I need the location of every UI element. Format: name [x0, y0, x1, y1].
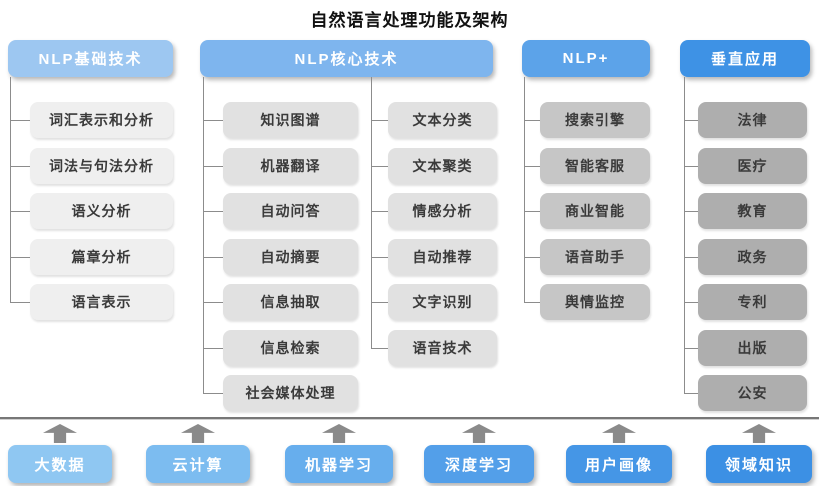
foundation-node: 云计算: [146, 445, 250, 483]
connector-tick: [684, 120, 698, 121]
diagram-node-vertical-apps: 公安: [698, 375, 807, 411]
connector-tick: [371, 165, 388, 167]
connector-tick: [10, 211, 30, 212]
connector-tick: [10, 165, 30, 167]
connector-tick: [203, 165, 223, 167]
diagram-title: 自然语言处理功能及架构: [310, 11, 509, 30]
foundation-node: 领域知识: [706, 445, 812, 483]
connector-tick: [684, 393, 698, 394]
diagram-node-vertical-apps: 出版: [698, 329, 807, 366]
connector-tick: [203, 211, 223, 212]
foundation-node: 用户画像: [566, 445, 672, 483]
connector-tick: [524, 165, 540, 167]
connector-tick: [10, 120, 30, 121]
diagram-node-nlp-plus: 智能客服: [540, 147, 650, 184]
diagram-node-nlp-core: 情感分析: [388, 193, 497, 229]
up-arrow-icon: [43, 424, 77, 443]
separator-line: [0, 417, 819, 419]
diagram-node-nlp-basic: 语言表示: [30, 284, 173, 320]
diagram-node-vertical-apps: 政务: [698, 238, 807, 275]
diagram-node-nlp-core: 信息抽取: [223, 284, 358, 320]
connector-tick: [371, 347, 388, 349]
connector-tick: [203, 256, 223, 258]
column-header-nlp-plus: NLP+: [522, 40, 650, 77]
diagram-node-nlp-core: 自动问答: [223, 193, 358, 229]
diagram-node-nlp-plus: 舆情监控: [540, 284, 650, 320]
connector-tick: [524, 211, 540, 212]
connector-tick: [10, 302, 30, 303]
diagram-node-nlp-basic: 篇章分析: [30, 238, 173, 275]
connector-tick: [524, 120, 540, 121]
diagram-node-vertical-apps: 教育: [698, 193, 807, 229]
diagram-node-nlp-plus: 商业智能: [540, 193, 650, 229]
diagram-node-nlp-core: 文字识别: [388, 284, 497, 320]
diagram-node-nlp-core: 机器翻译: [223, 147, 358, 184]
connector-trunk: [10, 77, 11, 302]
connector-tick: [203, 393, 223, 394]
diagram-node-nlp-plus: 语音助手: [540, 238, 650, 275]
connector-tick: [524, 302, 540, 303]
up-arrow-icon: [602, 424, 636, 443]
connector-tick: [371, 302, 388, 303]
connector-tick: [524, 256, 540, 258]
diagram-node-nlp-core: 文本聚类: [388, 147, 497, 184]
connector-tick: [684, 165, 698, 167]
diagram-node-nlp-basic: 语义分析: [30, 193, 173, 229]
connector-tick: [203, 120, 223, 121]
connector-trunk: [524, 77, 525, 302]
connector-tick: [371, 120, 388, 121]
diagram-node-nlp-plus: 搜索引擎: [540, 102, 650, 138]
diagram-node-nlp-core: 社会媒体处理: [223, 375, 358, 411]
diagram-node-nlp-core: 自动摘要: [223, 238, 358, 275]
diagram-node-vertical-apps: 法律: [698, 102, 807, 138]
foundation-node: 机器学习: [285, 445, 393, 483]
connector-tick: [10, 256, 30, 258]
foundation-node: 深度学习: [424, 445, 534, 483]
connector-tick: [684, 256, 698, 258]
up-arrow-icon: [742, 424, 776, 443]
connector-trunk: [203, 77, 204, 393]
up-arrow-icon: [322, 424, 356, 443]
connector-tick: [371, 256, 388, 258]
diagram-node-nlp-basic: 词法与句法分析: [30, 147, 173, 184]
connector-tick: [684, 347, 698, 349]
up-arrow-icon: [462, 424, 496, 443]
diagram-node-nlp-core: 自动推荐: [388, 238, 497, 275]
diagram-node-nlp-basic: 词汇表示和分析: [30, 102, 173, 138]
connector-tick: [371, 211, 388, 212]
connector-trunk: [371, 77, 372, 348]
connector-trunk: [684, 77, 685, 393]
column-header-nlp-basic: NLP基础技术: [8, 40, 173, 77]
connector-tick: [203, 347, 223, 349]
diagram-node-nlp-core: 文本分类: [388, 102, 497, 138]
column-header-vertical-apps: 垂直应用: [680, 40, 810, 77]
separator-line-light: [0, 419, 819, 420]
diagram-node-nlp-core: 知识图谱: [223, 102, 358, 138]
up-arrow-icon: [181, 424, 215, 443]
column-header-nlp-core: NLP核心技术: [200, 40, 493, 77]
connector-tick: [684, 211, 698, 212]
diagram-node-vertical-apps: 专利: [698, 284, 807, 320]
diagram-node-nlp-core: 信息检索: [223, 329, 358, 366]
connector-tick: [684, 302, 698, 303]
connector-tick: [203, 302, 223, 303]
diagram-node-nlp-core: 语音技术: [388, 329, 497, 366]
foundation-node: 大数据: [8, 445, 112, 483]
diagram-node-vertical-apps: 医疗: [698, 147, 807, 184]
